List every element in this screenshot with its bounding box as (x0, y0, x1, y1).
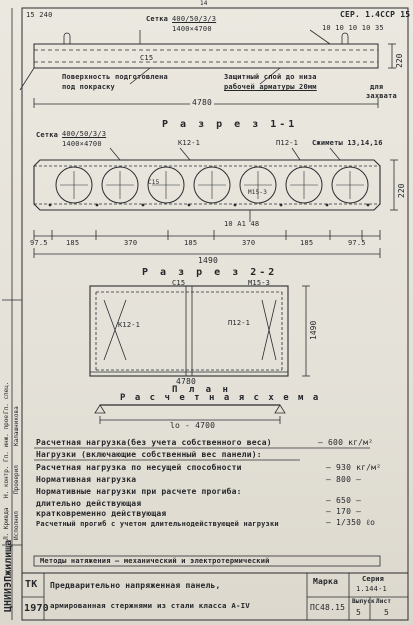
desc-line-2: армированная стержнями из стали класса А… (50, 601, 250, 610)
mark-label: Марка (313, 577, 339, 586)
protect-note-2: рабочей арматуры 20мм (224, 83, 317, 91)
tension-method: Методы натяжения — механический и электр… (40, 557, 270, 565)
sheet-label: Лист (376, 598, 392, 605)
load-row-label: Расчетный прогиб с учетом длительнодейст… (36, 520, 279, 528)
stamp-text: Калашникова (13, 406, 20, 446)
stamp-text: Гл. спец. (3, 381, 10, 414)
s2-c-label: С15 (172, 279, 186, 287)
elev-inner-label: С15 (140, 54, 154, 62)
s1-mesh-fraction: 400/50/3/3 (62, 130, 107, 138)
load-row-value: – 1/350 ℓо (326, 518, 376, 527)
load-row-label: длительно действующая (36, 499, 142, 508)
s2-width-dim: 1490 (309, 320, 318, 340)
slab-note-1: для (370, 83, 384, 91)
org-vertical-name: ЦНИИЭПжилища (3, 539, 14, 612)
s1-mesh-size: 1400×4700 (62, 140, 102, 148)
calc-scheme-title: Р а с ч е т н а я с х е м а (120, 393, 321, 403)
slab-note-2: захвата (366, 92, 397, 100)
s1-dim-7: 97.5 (348, 239, 366, 247)
load-row-value: – 930 кг/м² (326, 463, 382, 472)
load-row-label: Нормативная нагрузка (36, 475, 137, 484)
s1-dim-4: 185 (184, 239, 198, 247)
s1-p-label: П12-1 (276, 139, 299, 147)
stamp-text: Гл. инж. прое. (3, 411, 10, 462)
stamp-text: Н. контр. (3, 465, 10, 498)
elev-rebar-bars: 10 10 10 10 35 (322, 24, 384, 32)
load-row-value: – 800 – (326, 475, 362, 484)
s1-height-dim: 220 (397, 183, 406, 198)
elev-mesh-fraction: 400/50/3/3 (172, 15, 217, 23)
loads-title: Расчетная нагрузка(без учета собственног… (36, 438, 272, 447)
elev-height-dim: 220 (395, 53, 404, 68)
page-number: 14 (200, 0, 208, 7)
year: 1970 (24, 603, 49, 614)
series-value: 1.144-1 (356, 585, 387, 593)
s2-p-label: П12-1 (228, 319, 251, 327)
s1-k-label: К12-1 (178, 139, 201, 147)
calc-span: lо - 4700 (170, 421, 216, 430)
s1-total-dim: 1490 (198, 256, 219, 265)
stamp-text: Исполнил (13, 511, 20, 540)
load-row-value: – 170 – (326, 507, 362, 516)
surface-note-1: Поверхность подготовлена (62, 73, 168, 81)
plan-label: П л а н (172, 385, 231, 395)
s1-bottom-rebar: 10 А1 48 (224, 220, 260, 228)
issue-label: Выпуск (352, 598, 375, 605)
org-code: ТК (25, 579, 38, 590)
surface-note-2: под покраску (62, 83, 115, 91)
s2-m-label: М15-3 (248, 279, 271, 287)
elev-length-dim: 4780 (190, 98, 215, 107)
elev-mesh-word: Сетка (146, 15, 169, 23)
section2-title: Р а з р е з 2-2 (142, 267, 278, 278)
s1-dim-5: 370 (242, 239, 256, 247)
mark-value: ПС48.15 (310, 603, 346, 612)
s2-k-label: К12-1 (118, 321, 141, 329)
sheet-value: 5 (384, 608, 390, 617)
load-row-label: кратковременно действующая (36, 509, 167, 518)
loads-subtitle: Нагрузки (включающие собственный вес пан… (36, 450, 262, 459)
protect-note-1: Защитный слой до низа (224, 73, 317, 81)
s1-circle-label-1: С15 (148, 179, 160, 186)
s1-dim-2: 185 (66, 239, 80, 247)
s1-mesh-word: Сетка (36, 131, 59, 139)
stamp-text: Л. Кривда (3, 507, 10, 540)
s1-dim-6: 185 (300, 239, 314, 247)
issue-value: 5 (356, 608, 362, 617)
load-row-value: – 650 – (326, 496, 362, 505)
series-label: Серия (362, 575, 385, 583)
load-row-label: Расчетная нагрузка по несущей способност… (36, 463, 242, 472)
load-row-label: Нормативные нагрузки при расчете прогиба… (36, 487, 242, 496)
series-tag: СЕР. 1.4ССР 15 (340, 10, 411, 19)
elev-mesh-size: 1400×4700 (172, 25, 212, 33)
loads-title-value: – 600 кг/м² (318, 438, 374, 447)
s1-dim-1: 97.5 (30, 239, 48, 247)
desc-line-1: Предварительно напряженная панель, (50, 581, 221, 590)
s1-fastenings: Сжиметы 13,14,16 (312, 139, 383, 147)
top-left-dim: 15 240 (26, 11, 53, 19)
stamp-text: Проверил (13, 465, 20, 494)
s2-length-dim: 4780 (176, 377, 197, 386)
s1-circle-label-2: М15-3 (248, 189, 268, 196)
section1-title: Р а з р е з 1-1 (162, 119, 298, 130)
s1-dim-3: 370 (124, 239, 138, 247)
